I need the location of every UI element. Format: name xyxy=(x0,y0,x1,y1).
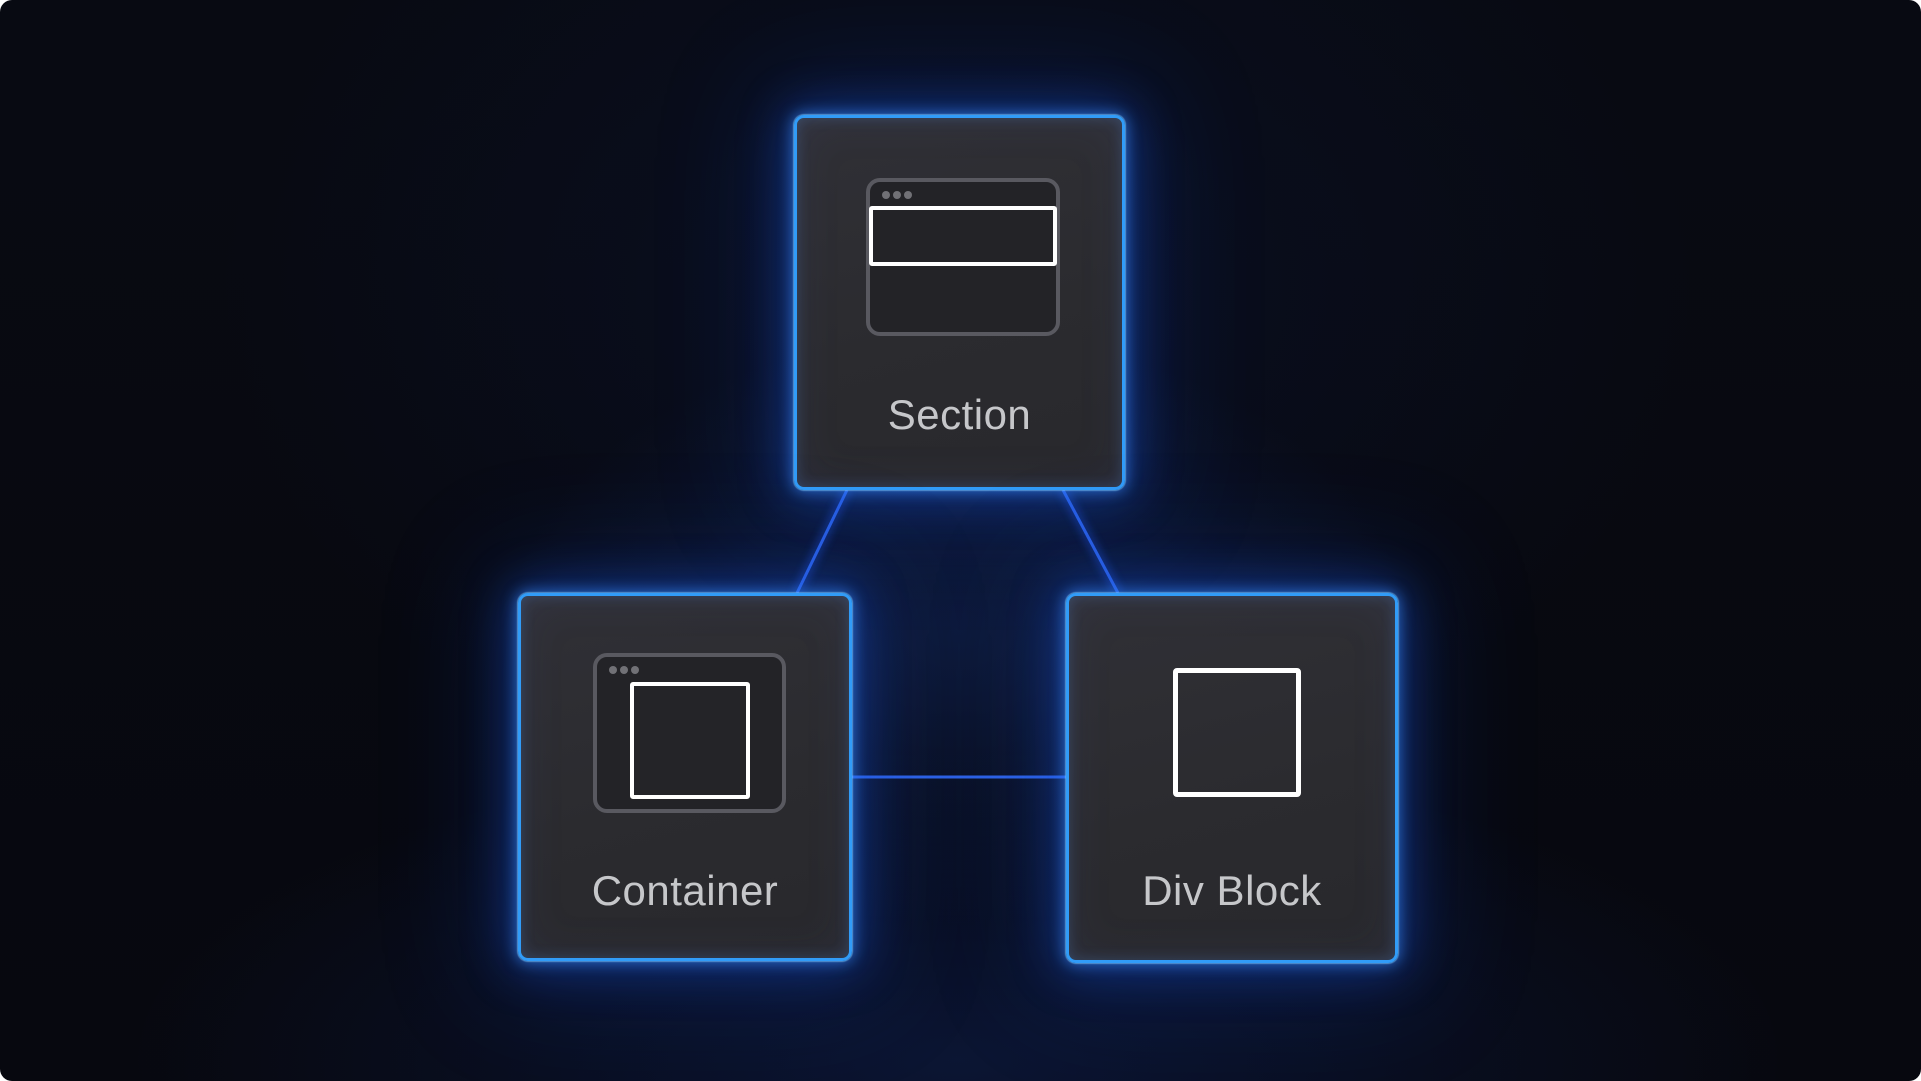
edge-section-to-container xyxy=(792,487,852,596)
node-label-div-block: Div Block xyxy=(1142,867,1322,914)
window-dot-icon xyxy=(882,191,890,199)
window-dot-icon xyxy=(893,191,901,199)
window-dot-icon xyxy=(620,666,628,674)
section-highlight-bar-icon xyxy=(869,206,1057,266)
window-dot-icon xyxy=(904,191,912,199)
square-outline-icon xyxy=(1173,668,1301,797)
window-control-dots-icon xyxy=(882,191,912,199)
node-label-section: Section xyxy=(887,391,1032,438)
edge-section-to-div-block xyxy=(1058,487,1123,596)
window-dot-icon xyxy=(631,666,639,674)
node-div-block: Div Block xyxy=(1066,593,1398,963)
window-dot-icon xyxy=(609,666,617,674)
node-section: Section xyxy=(794,115,1125,490)
node-label-container: Container xyxy=(591,867,779,914)
container-highlight-square-icon xyxy=(630,682,750,799)
node-container: Container xyxy=(518,593,852,961)
window-control-dots-icon xyxy=(609,666,639,674)
